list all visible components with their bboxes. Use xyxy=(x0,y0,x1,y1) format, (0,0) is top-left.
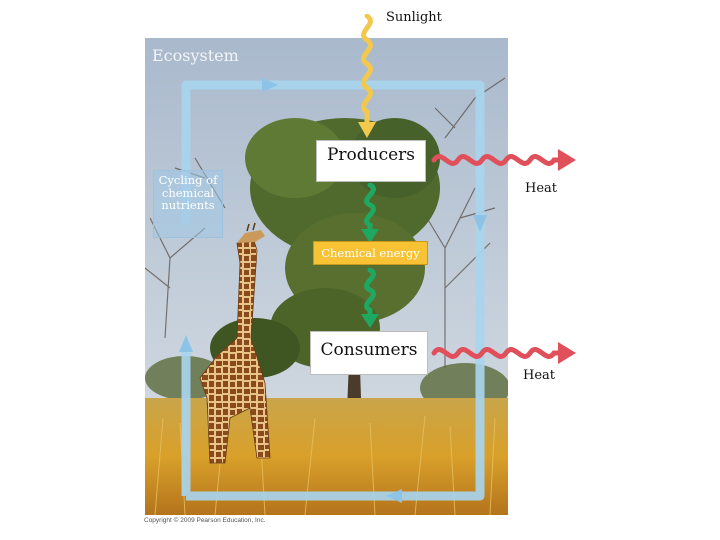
heat-label-bottom: Heat xyxy=(523,368,556,383)
copyright-notice: Copyright © 2009 Pearson Education, Inc. xyxy=(144,517,266,524)
chemical-energy-arrow-top xyxy=(361,183,379,243)
consumers-box: Consumers xyxy=(310,331,428,375)
chemical-energy-box: Chemical energy xyxy=(313,241,428,265)
consumers-label: Consumers xyxy=(320,340,418,360)
producers-box: Producers xyxy=(316,140,426,182)
sunlight-arrow xyxy=(358,14,376,138)
cycling-nutrients-box: Cycling of chemical nutrients xyxy=(153,170,223,238)
cycling-nutrients-label: Cycling of chemical nutrients xyxy=(158,173,218,212)
giraffe xyxy=(199,222,271,464)
ecosystem-title: Ecosystem xyxy=(152,46,239,65)
chemical-energy-label: Chemical energy xyxy=(321,246,420,260)
heat-arrow-bottom xyxy=(431,342,576,364)
heat-arrow-top xyxy=(431,149,576,171)
producers-label: Producers xyxy=(326,145,416,165)
sunlight-label: Sunlight xyxy=(386,10,442,25)
chemical-energy-arrow-bottom xyxy=(361,268,379,328)
heat-label-top: Heat xyxy=(525,181,558,196)
